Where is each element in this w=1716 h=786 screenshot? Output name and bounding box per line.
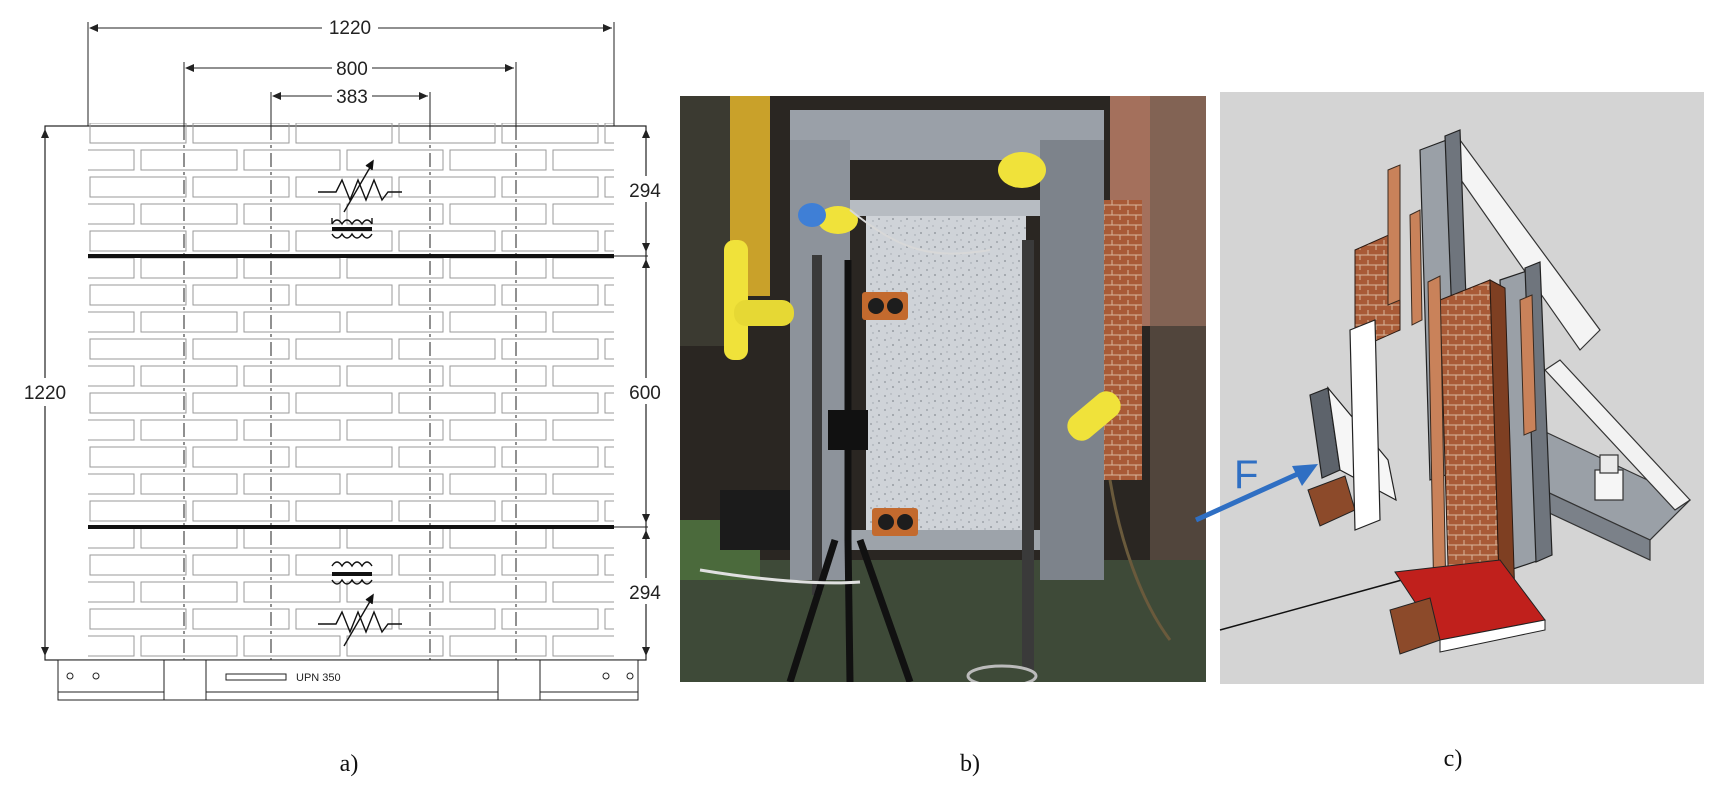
yellow-foam-top [998,152,1046,188]
frame-right-post [1040,140,1104,580]
threaded-rod-right [1022,240,1034,670]
force-label: F [1234,453,1258,497]
upper-transducer-symbol [318,159,402,239]
ground-edge-line [1219,574,1421,631]
panel-c-render [1194,92,1704,684]
base-channel [57,659,639,701]
timber-block-bottom [1389,597,1441,655]
yellow-foam-left [724,240,748,360]
brick-courses [88,123,614,660]
base-label: UPN 350 [296,672,341,684]
specimen-panel [866,210,1026,550]
dim-left-height: 1220 [24,383,66,404]
side-brick-column [1104,200,1142,480]
dim-top-inner: 383 [336,87,368,108]
dim-top-middle: 800 [336,59,368,80]
dim-right-top: 294 [629,181,661,202]
dim-right-bottom: 294 [629,583,661,604]
caption-a: a) [340,751,359,777]
yellow-foam-right [1067,391,1121,441]
camera-tripod [786,260,914,682]
reference-lines [183,126,517,660]
dim-right-middle: 600 [629,383,661,404]
caption-c: c) [1444,746,1463,772]
threaded-rod-left [812,255,822,595]
loading-plate [1309,319,1397,531]
caption-b: b) [960,751,980,777]
force-arrow [1194,469,1304,523]
lower-transducer-symbol [318,561,402,647]
dim-top-outer: 1220 [329,18,371,39]
panel-b-photo [680,96,1206,682]
timber-studs [1387,164,1537,607]
force-arrowhead [1292,464,1318,486]
panel-a-drawing: 1220 800 383 1220 294 600 294 [16,12,668,701]
